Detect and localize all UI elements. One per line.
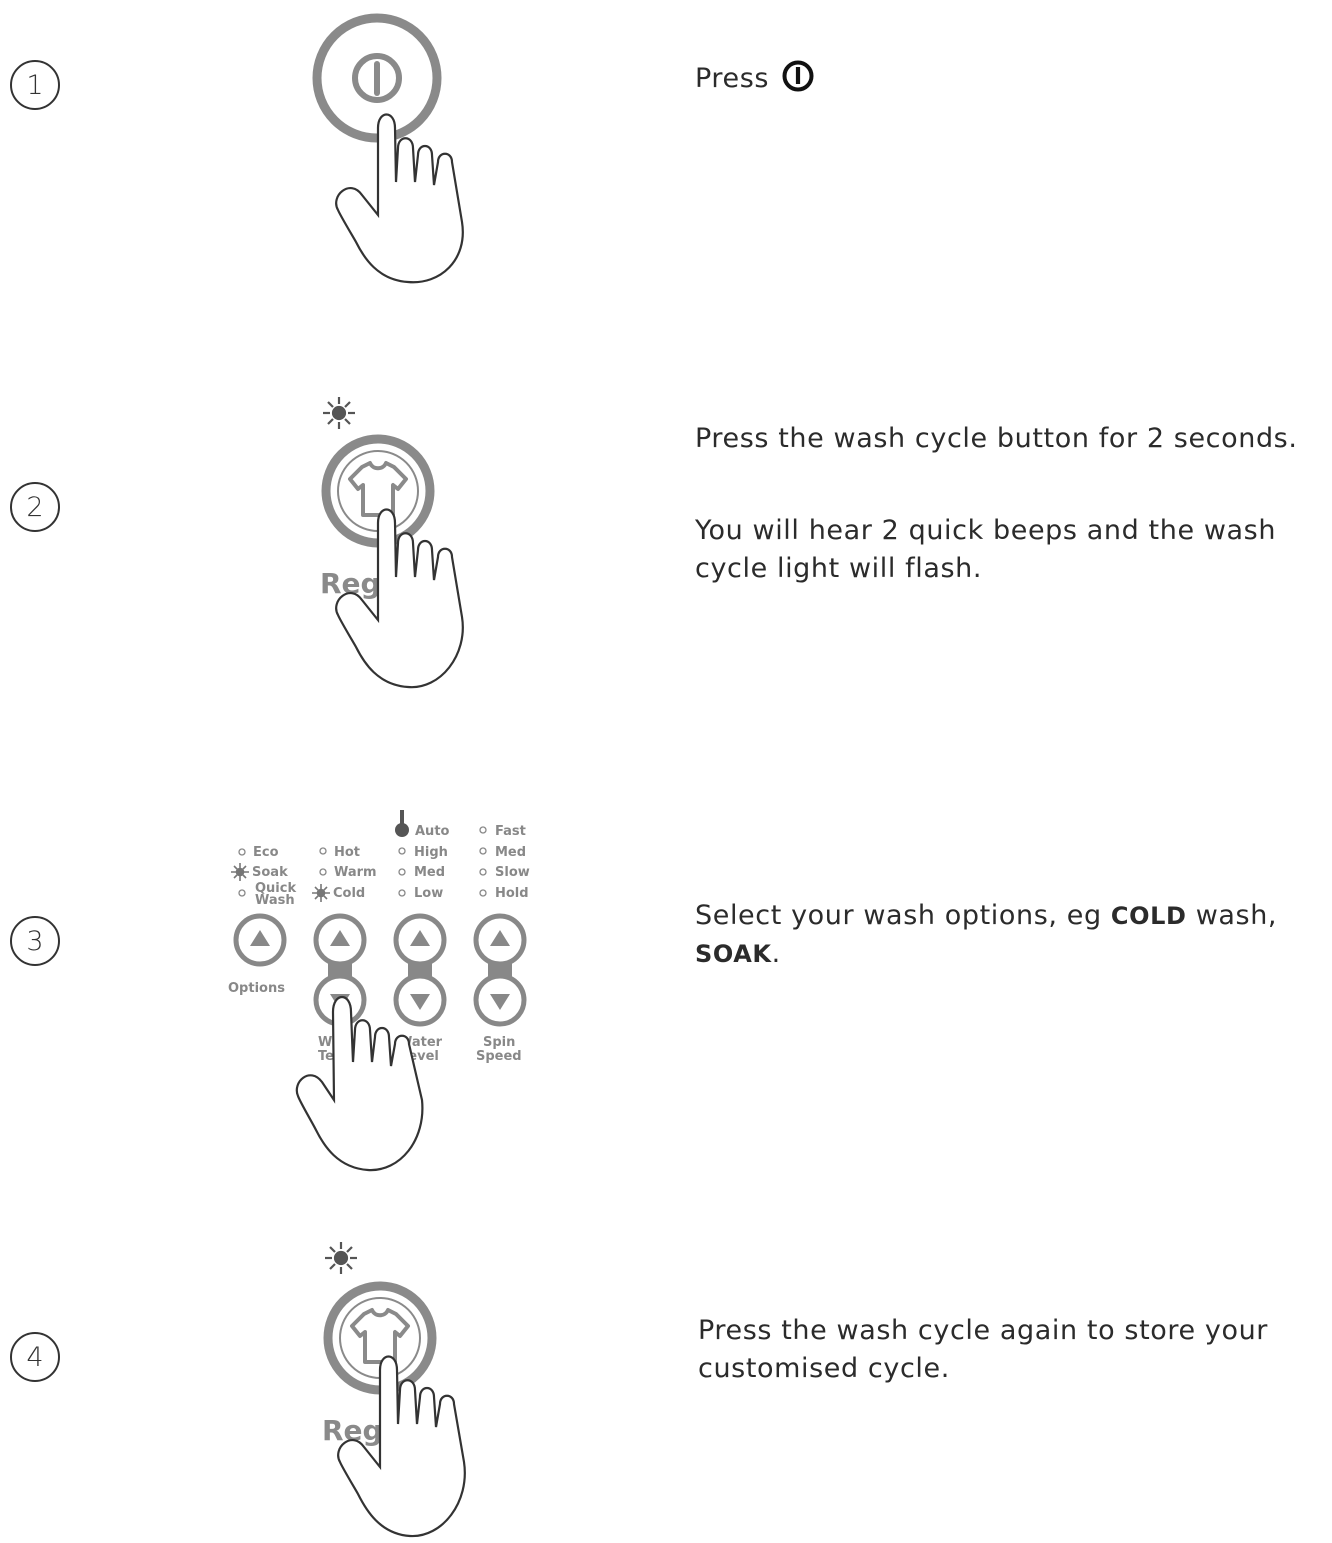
emph-soak: SOAK <box>695 940 772 968</box>
step-1-label: Press <box>695 63 770 94</box>
power-icon <box>352 53 402 103</box>
hand-icon <box>335 508 464 689</box>
step-2-text-a: Press the wash cycle button for 2 second… <box>695 423 1298 454</box>
power-icon <box>782 60 814 92</box>
temp-hot: Hot <box>334 845 360 860</box>
control-panel-illustration: Eco Soak Quick Wash Options Hot Warm Col… <box>228 810 530 1172</box>
spin-fast: Fast <box>495 824 526 839</box>
down-arrow-icon <box>410 994 430 1010</box>
sun-icon <box>231 863 249 881</box>
step-3-text: Select your wash options, eg COLD wash, … <box>695 900 1278 969</box>
up-arrow-icon <box>410 930 430 946</box>
water-med: Med <box>414 865 445 880</box>
step-number-4: 4 <box>10 1332 60 1382</box>
power-button-illustration <box>312 13 464 284</box>
sun-icon <box>325 1242 357 1274</box>
wash-cycle-button-illustration-store: Reg <box>322 1242 466 1538</box>
option-quick: Quick <box>255 881 296 896</box>
option-wash: Wash <box>255 893 295 908</box>
temp-warm: Warm <box>334 865 377 880</box>
spin-med: Med <box>495 845 526 860</box>
up-arrow-icon <box>330 930 350 946</box>
up-arrow-icon <box>490 930 510 946</box>
wash-cycle-button-illustration: Reg <box>320 397 464 689</box>
sun-icon <box>312 884 330 902</box>
water-auto: Auto <box>415 824 450 839</box>
temp-cold: Cold <box>333 886 365 901</box>
options-label: Options <box>228 981 285 996</box>
shirt-icon <box>348 461 408 517</box>
spin-slow: Slow <box>495 865 530 880</box>
step-number-3: 3 <box>10 916 60 966</box>
spin-label-1: Spin <box>483 1035 515 1050</box>
water-high: High <box>414 845 448 860</box>
step-1-text: Press <box>695 60 814 98</box>
spin-group: Fast Med Slow Hold Spin Speed <box>473 824 530 1064</box>
option-eco: Eco <box>253 845 279 860</box>
spin-label-2: Speed <box>476 1049 522 1064</box>
sun-icon <box>323 397 355 429</box>
down-arrow-icon <box>490 994 510 1010</box>
options-up-button <box>233 913 287 967</box>
option-soak: Soak <box>252 865 288 880</box>
hand-icon <box>295 995 424 1172</box>
step-number-2: 2 <box>10 482 60 532</box>
up-arrow-icon <box>250 930 270 946</box>
water-low: Low <box>414 886 443 901</box>
shirt-icon <box>350 1308 410 1364</box>
step-2-text-b: You will hear 2 quick beeps and the wash… <box>695 515 1277 584</box>
hand-icon <box>335 113 464 284</box>
thermometer-icon <box>395 810 409 837</box>
options-group: Eco Soak Quick Wash Options <box>228 845 296 996</box>
step-4-text: Press the wash cycle again to store your… <box>698 1315 1268 1384</box>
spin-hold: Hold <box>495 886 529 901</box>
hand-icon <box>337 1355 466 1538</box>
step-number-1: 1 <box>10 60 60 110</box>
emph-cold: COLD <box>1110 902 1187 930</box>
water-group: Auto High Med Low Water Level <box>393 810 450 1064</box>
